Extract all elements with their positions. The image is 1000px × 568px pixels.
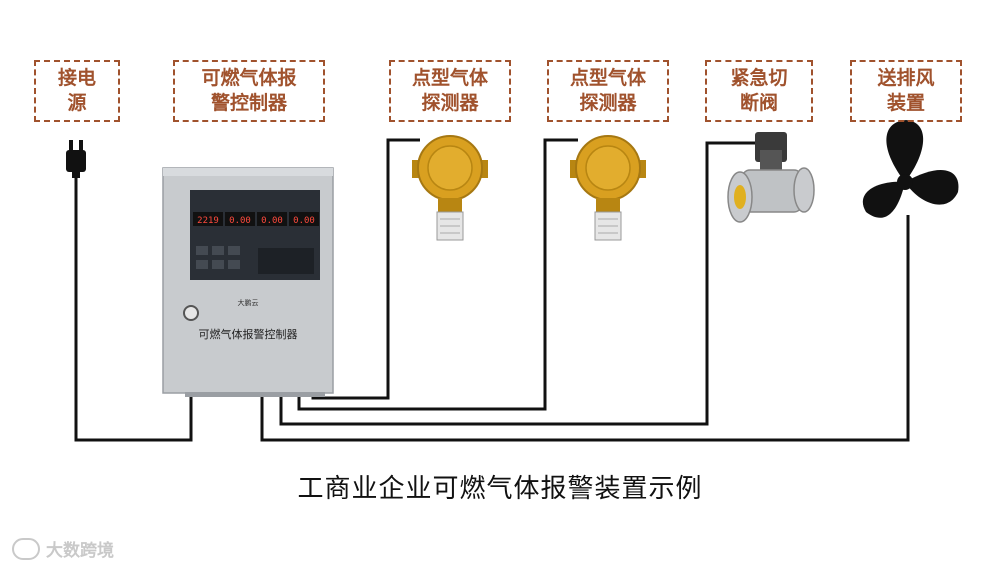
label-detector-1-text: 点型气体 探测器 xyxy=(411,67,488,114)
controller-title: 可燃气体报警控制器 xyxy=(199,327,298,341)
wire-fan xyxy=(260,215,910,442)
controller-brand: 大鹏云 xyxy=(238,298,259,307)
label-power: 接电 源 xyxy=(34,60,120,122)
label-detector-2: 点型气体 探测器 xyxy=(547,60,669,122)
controller-led-readouts xyxy=(193,212,319,226)
emergency-shutoff-valve xyxy=(727,132,815,223)
gas-detector-2 xyxy=(570,135,646,241)
gas-detector-1 xyxy=(412,135,488,241)
watermark-text: 大数跨境 xyxy=(46,541,114,561)
controller-keypad xyxy=(196,246,314,274)
power-plug-icon xyxy=(66,140,86,178)
label-power-text: 接电 源 xyxy=(57,67,96,114)
label-detector-2-text: 点型气体 探测器 xyxy=(569,67,646,114)
controller-readout-4: 0.00 xyxy=(293,216,315,226)
label-valve-text: 紧急切 断阀 xyxy=(730,67,788,114)
diagram-caption: 工商业企业可燃气体报警装置示例 xyxy=(297,474,703,504)
controller-readout-2: 0.00 xyxy=(229,216,251,226)
watermark-logo-icon xyxy=(12,537,40,560)
controller-readout-3: 0.00 xyxy=(261,216,283,226)
fan-icon xyxy=(862,120,959,218)
label-fan-text: 送排风 装置 xyxy=(877,67,935,114)
label-valve: 紧急切 断阀 xyxy=(705,60,813,122)
wire-valve xyxy=(279,141,758,426)
wire-power xyxy=(74,175,193,442)
label-controller-text: 可燃气体报 警控制器 xyxy=(201,67,297,114)
watermark: 大数跨境 xyxy=(12,536,114,561)
label-controller: 可燃气体报 警控制器 xyxy=(173,60,325,122)
controller-lock-icon xyxy=(183,305,199,321)
label-fan: 送排风 装置 xyxy=(850,60,962,122)
gas-alarm-controller xyxy=(162,167,334,397)
wire-detector2 xyxy=(297,138,578,411)
controller-readout-1: 2219 xyxy=(197,216,219,226)
label-detector-1: 点型气体 探测器 xyxy=(389,60,511,122)
